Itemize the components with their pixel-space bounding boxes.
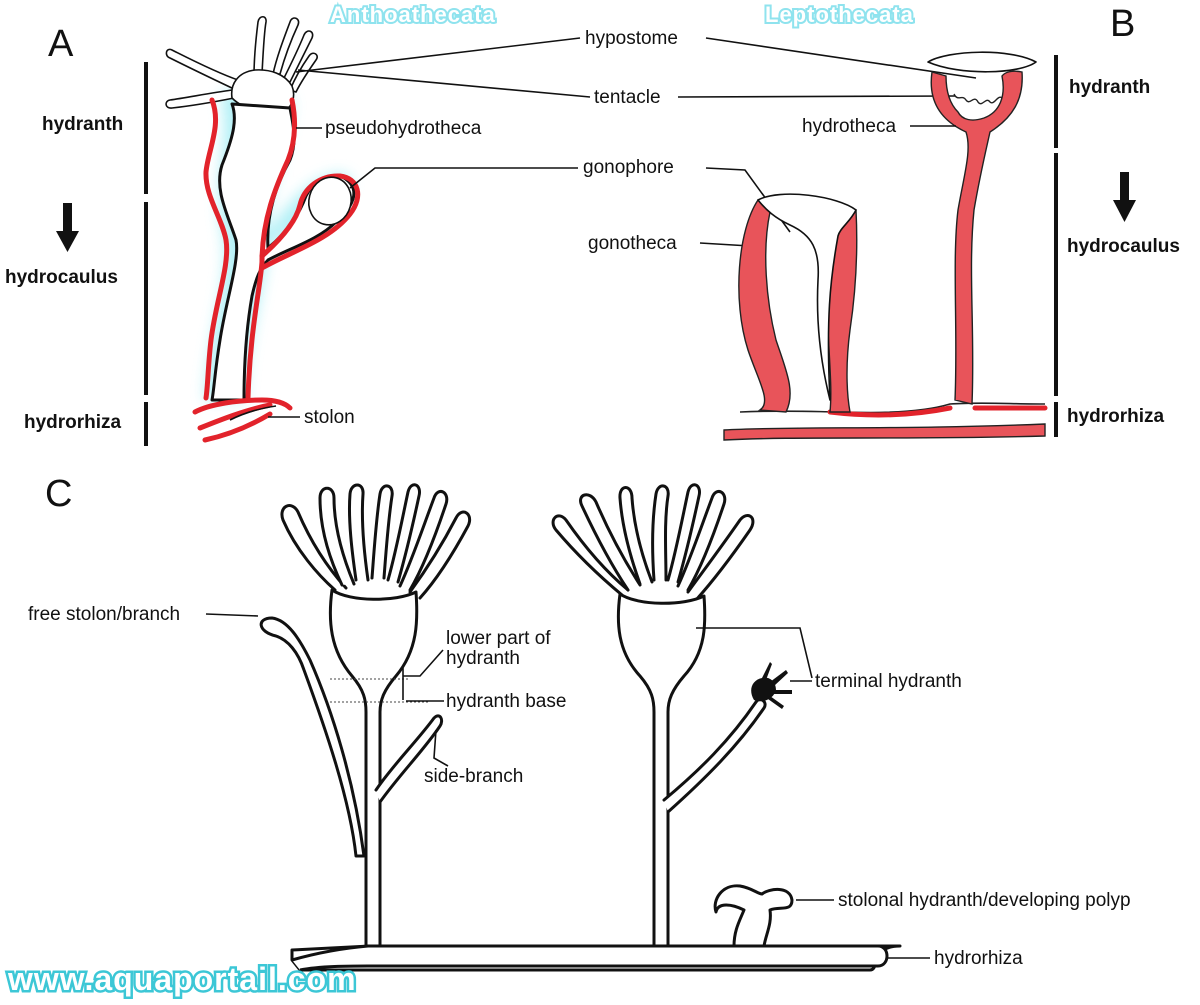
tentacle-leader-a: [297, 69, 591, 98]
perisarc-left-a: [203, 97, 230, 401]
pseudohydrotheca-label: pseudohydrotheca: [325, 118, 482, 139]
hydrocaulus-label-a: hydrocaulus: [5, 267, 118, 288]
panel-c: C: [28, 473, 1131, 972]
hydrorhiza-c-label: hydrorhiza: [934, 948, 1023, 969]
hypostome-label: hypostome: [585, 28, 678, 49]
hydranth-base-label: hydranth base: [446, 691, 566, 712]
hydrorhiza-c: [291, 944, 889, 972]
side-branch-leader: [433, 729, 449, 767]
panel-a-letter: A: [48, 23, 74, 65]
stolon-b-red: [827, 405, 953, 418]
panel-b: B Leptothecata hydranth hydrocaulus hydr…: [723, 0, 1180, 441]
right-polyp-c: [551, 483, 792, 948]
hydrorhiza-label-b: hydrorhiza: [1067, 406, 1165, 427]
gonotheca-label: gonotheca: [588, 233, 677, 254]
perisarc-branch-a: [259, 173, 361, 271]
hydranth-label-b: hydranth: [1069, 77, 1150, 98]
hydranth-label-a: hydranth: [42, 114, 123, 135]
hypostome-b: [927, 51, 1037, 73]
lower-part-leader: [402, 649, 444, 700]
tentacle-leader-b: [677, 95, 956, 98]
gonophore-b: [757, 193, 857, 401]
shared-labels: hypostome tentacle gonophore gonotheca: [295, 28, 977, 254]
tentacles-b: [953, 93, 1003, 105]
hydrorhiza-b: [723, 423, 1046, 441]
stolon-label: stolon: [304, 407, 355, 428]
anthoathecata-title: Anthoathecata: [330, 2, 496, 27]
panel-c-letter: C: [45, 473, 72, 515]
free-stolon-label: free stolon/branch: [28, 604, 180, 625]
tentacles-a: [165, 15, 318, 109]
left-polyp-c: [259, 483, 471, 948]
down-arrow-icon-b: [1113, 172, 1136, 222]
watermark: www.aquaportail.com: [7, 961, 357, 997]
hydrotheca-b: [930, 70, 1023, 405]
panel-a: A Anthoathecata hydranth hydrocaulus hyd…: [5, 0, 497, 446]
stolonal-hydranth-c: [713, 884, 794, 948]
hydrorhiza-label-a: hydrorhiza: [24, 412, 122, 433]
gonotheca-left-b: [738, 198, 791, 413]
gonophore-leader-a: [349, 167, 578, 189]
gonophore-label: gonophore: [583, 157, 674, 178]
tentacle-label: tentacle: [594, 87, 661, 108]
down-arrow-icon-a: [56, 203, 79, 252]
hydrotheca-label: hydrotheca: [802, 116, 896, 137]
small-hydranth-icon: [751, 662, 792, 709]
stolonal-hydranth-label: stolonal hydranth/developing polyp: [838, 890, 1131, 911]
stolon-a: [192, 397, 293, 443]
terminal-hydranth-label: terminal hydranth: [815, 671, 962, 692]
stolon-b-top: [739, 402, 1046, 414]
hypostome-leader-b: [705, 37, 977, 79]
side-branch-label: side-branch: [424, 766, 523, 787]
panel-b-letter: B: [1110, 3, 1135, 45]
lower-part-label-1: lower part of: [446, 628, 551, 649]
terminal-hydranth-leader-a: [696, 627, 813, 679]
hydrocaulus-label-b: hydrocaulus: [1067, 236, 1180, 257]
lower-part-label-2: hydranth: [446, 648, 520, 669]
hypostome-leader-a: [295, 37, 581, 73]
free-stolon-leader: [205, 613, 259, 617]
perisarc-right-a: [245, 97, 298, 401]
leptothecata-title: Leptothecata: [765, 2, 914, 27]
gonophore-a: [307, 176, 353, 226]
